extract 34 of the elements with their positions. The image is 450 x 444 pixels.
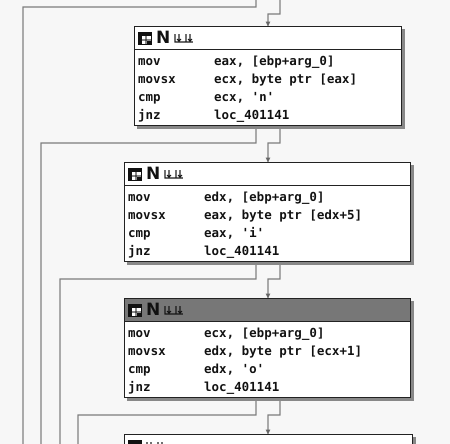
instruction-operands: edx, 'o' bbox=[204, 360, 266, 378]
instruction-mnemonic: cmp bbox=[128, 360, 152, 378]
instruction-operands: loc_401141 bbox=[214, 106, 290, 124]
instruction-operands: ecx, [ebp+arg_0] bbox=[204, 324, 326, 342]
instruction-operands: edx, [ebp+arg_0] bbox=[204, 188, 326, 206]
instruction-mnemonic: cmp bbox=[128, 224, 152, 242]
flow-arrow bbox=[266, 0, 281, 26]
instruction-mnemonic: jnz bbox=[138, 106, 162, 124]
instruction-operands: loc_401141 bbox=[204, 242, 280, 260]
instruction-operands: ecx, byte ptr [eax] bbox=[214, 70, 358, 88]
code-block bbox=[134, 26, 402, 126]
instruction-mnemonic: movsx bbox=[138, 70, 177, 88]
instruction-operands: edx, byte ptr [ecx+1] bbox=[204, 342, 364, 360]
instruction-mnemonic: cmp bbox=[138, 88, 162, 106]
node-type-label: N bbox=[146, 301, 160, 319]
instruction-mnemonic: mov bbox=[138, 52, 162, 70]
flow-arrow bbox=[266, 262, 281, 298]
node-type-label: N bbox=[146, 165, 160, 183]
instruction-mnemonic: mov bbox=[128, 324, 152, 342]
instruction-mnemonic: movsx bbox=[128, 342, 167, 360]
node-type-label: N bbox=[156, 29, 170, 47]
code-block bbox=[124, 298, 411, 398]
instruction-mnemonic: jnz bbox=[128, 242, 152, 260]
instruction-operands: eax, 'i' bbox=[204, 224, 266, 242]
flow-arrow bbox=[266, 398, 281, 434]
instruction-mnemonic: movsx bbox=[128, 206, 167, 224]
code-block bbox=[124, 162, 411, 262]
instruction-operands: eax, byte ptr [edx+5] bbox=[204, 206, 364, 224]
instruction-mnemonic: jnz bbox=[128, 378, 152, 396]
flow-arrow bbox=[266, 126, 281, 162]
instruction-operands: ecx, 'n' bbox=[214, 88, 276, 106]
instruction-operands: eax, [ebp+arg_0] bbox=[214, 52, 336, 70]
instruction-operands: loc_401141 bbox=[204, 378, 280, 396]
instruction-mnemonic: mov bbox=[128, 188, 152, 206]
